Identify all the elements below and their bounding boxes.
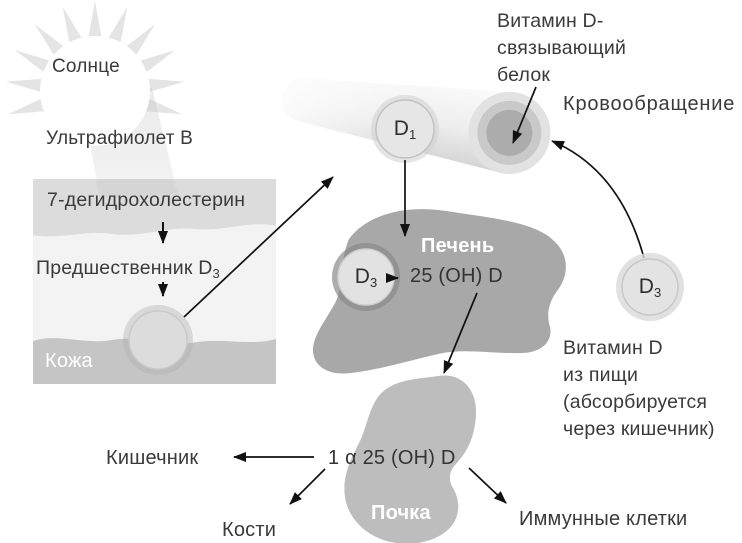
uv-label: Ультрафиолет B bbox=[46, 128, 194, 149]
binding-protein-label: Витамин D- связывающий белок bbox=[497, 8, 626, 89]
skin-top-layer bbox=[33, 179, 276, 237]
skin-precursor-sub: 3 bbox=[212, 266, 220, 281]
arrow-label-to-binding-protein bbox=[512, 86, 537, 144]
target-bones-label: Кости bbox=[222, 519, 277, 541]
liver-d3-letter: D bbox=[354, 265, 370, 288]
kidney-shape bbox=[344, 375, 477, 543]
circulation-label: Кровообращение bbox=[563, 93, 736, 115]
kidney-metabolite-label: 1 α 25 (OH) D bbox=[328, 447, 456, 469]
kidney-label: Почка bbox=[371, 502, 431, 524]
binding-protein-line: Витамин D- bbox=[497, 10, 604, 32]
sun-ray bbox=[87, 1, 103, 45]
skin-box bbox=[33, 179, 276, 384]
dietary-d3-subscript: 3 bbox=[653, 284, 662, 300]
sun-label: Солнце bbox=[52, 56, 120, 77]
skin-precursor-label: Предшественник D3 bbox=[36, 257, 220, 282]
target-immune-label: Иммунные клетки bbox=[519, 508, 688, 530]
arrow-dietary-to-circulation bbox=[551, 140, 645, 259]
sun-ray bbox=[5, 78, 51, 95]
binding-protein-line: связывающий bbox=[497, 37, 627, 59]
arrow-liver-to-kidney bbox=[443, 292, 478, 374]
skin-label: Кожа bbox=[45, 350, 93, 372]
arrow-skin-to-vessel bbox=[183, 176, 334, 318]
vessel-d1-subscript: 1 bbox=[408, 126, 417, 142]
vessel-d1-circle bbox=[375, 99, 435, 159]
sun-disc bbox=[40, 36, 150, 146]
liver-metabolite-label: 25 (OH) D bbox=[410, 265, 503, 287]
dietary-source-line: из пищи bbox=[563, 364, 639, 386]
dietary-d3-letter: D bbox=[638, 275, 654, 298]
arrow-to-bones bbox=[289, 468, 326, 505]
dietary-source-line: Витамин D bbox=[563, 337, 663, 359]
skin-precursor-main: Предшественник D bbox=[36, 257, 213, 279]
dietary-source-label: Витамин D из пищи (абсорбируется через к… bbox=[563, 335, 715, 443]
uv-beam-tip bbox=[95, 179, 178, 197]
previtamin-circle bbox=[128, 310, 188, 370]
sun-icon bbox=[5, 1, 185, 197]
dietary-source-line: (абсорбируется bbox=[563, 391, 708, 413]
liver-d3-subscript: 3 bbox=[369, 274, 378, 290]
liver-label: Печень bbox=[421, 235, 495, 257]
binding-protein-circle bbox=[486, 109, 533, 156]
arrow-to-immune-cells bbox=[468, 467, 507, 504]
vessel-d1-letter: D bbox=[393, 117, 409, 140]
target-intestine-label: Кишечник bbox=[106, 447, 199, 469]
binding-protein-line: белок bbox=[497, 64, 551, 86]
dietary-source-line: через кишечник) bbox=[563, 418, 715, 440]
skin-compound-label: 7-дегидрохолестерин bbox=[47, 189, 246, 211]
